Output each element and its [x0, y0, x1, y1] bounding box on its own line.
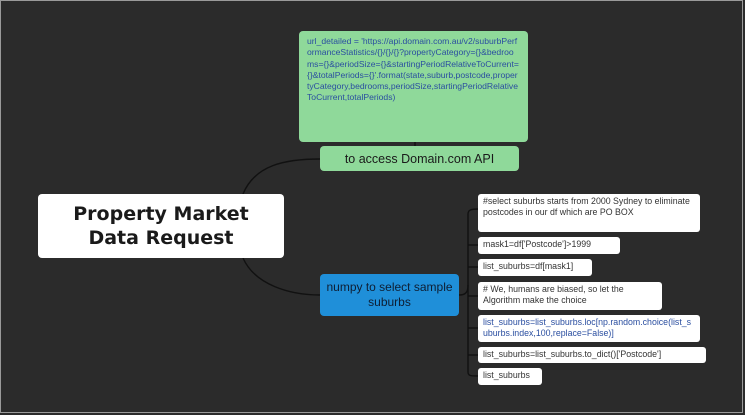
domain-api-code-text: url_detailed = 'https://api.domain.com.a… [307, 36, 519, 103]
leaf-text: #select suburbs starts from 2000 Sydney … [483, 196, 690, 217]
leaf-select-suburbs-comment[interactable]: #select suburbs starts from 2000 Sydney … [478, 194, 700, 232]
domain-api-topic-label: to access Domain.com API [344, 151, 495, 166]
leaf-mask1[interactable]: mask1=df['Postcode']>1999 [478, 237, 620, 254]
numpy-topic[interactable]: numpy to select sample suburbs [320, 274, 459, 316]
leaf-random-choice[interactable]: list_suburbs=list_suburbs.loc[np.random.… [478, 315, 700, 342]
domain-api-code-node[interactable]: url_detailed = 'https://api.domain.com.a… [299, 31, 528, 142]
central-topic[interactable]: Property Market Data Request [38, 194, 284, 258]
leaf-to-dict[interactable]: list_suburbs=list_suburbs.to_dict()['Pos… [478, 347, 706, 363]
link-numpy-lower [467, 285, 479, 377]
leaf-biased-comment[interactable]: # We, humans are biased, so let the Algo… [478, 282, 662, 310]
link-central-to-numpy [242, 257, 321, 296]
leaf-text: list_suburbs=list_suburbs.to_dict()['Pos… [483, 349, 662, 359]
leaf-list-suburbs-df[interactable]: list_suburbs=df[mask1] [478, 259, 592, 276]
central-topic-title: Property Market Data Request [73, 203, 249, 249]
leaf-text: list_suburbs [483, 370, 530, 380]
leaf-text: list_suburbs=list_suburbs.loc[np.random.… [483, 317, 692, 338]
numpy-topic-label: numpy to select sample suburbs [326, 280, 453, 309]
leaf-list-suburbs[interactable]: list_suburbs [478, 368, 542, 385]
leaf-text: mask1=df['Postcode']>1999 [483, 239, 592, 249]
leaf-text: # We, humans are biased, so let the Algo… [483, 284, 624, 305]
link-central-to-domain [242, 158, 321, 195]
leaf-text: list_suburbs=df[mask1] [483, 261, 574, 271]
link-numpy-trunk [458, 208, 479, 296]
domain-api-topic[interactable]: to access Domain.com API [320, 146, 519, 171]
